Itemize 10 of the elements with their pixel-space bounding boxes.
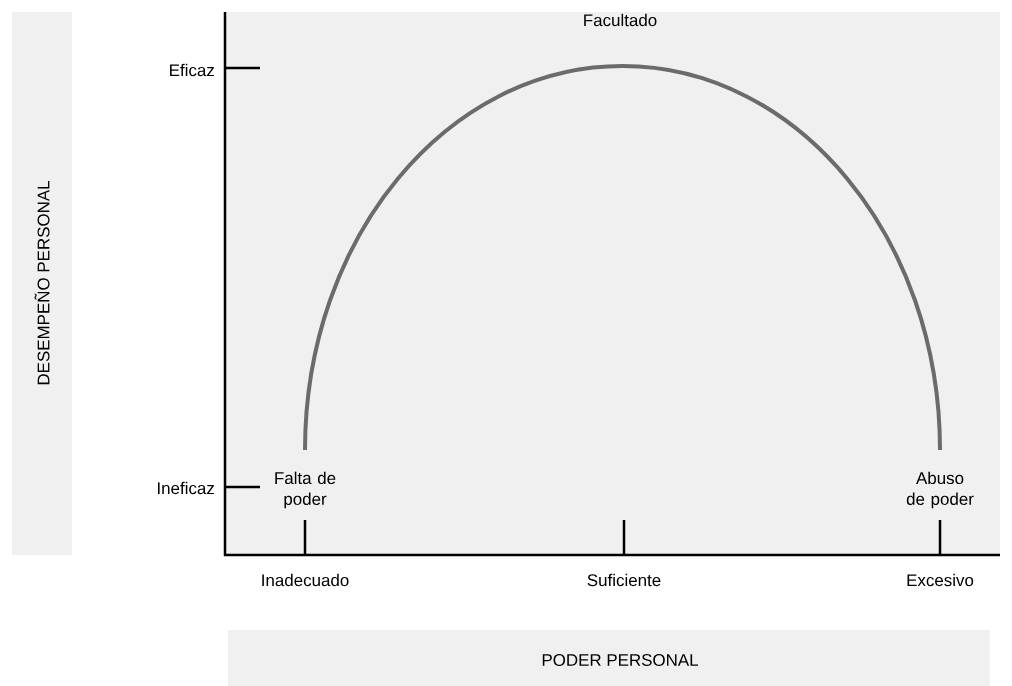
- axis-tick-label: Inadecuado: [262, 573, 349, 587]
- axis-tick-label: Excesivo: [907, 573, 974, 587]
- curve-label: Facultado: [584, 13, 657, 27]
- curve-label: Abuso de poder: [906, 471, 974, 509]
- axis-title: DESEMPEÑO PERSONAL: [34, 181, 50, 385]
- axis-tick-label: Suficiente: [587, 573, 661, 587]
- curve-label: Falta de poder: [275, 471, 336, 509]
- axis-tick-label: Eficaz: [170, 63, 214, 77]
- axis-title: PODER PERSONAL: [542, 654, 698, 666]
- axis-tick-label: Ineficaz: [158, 481, 214, 495]
